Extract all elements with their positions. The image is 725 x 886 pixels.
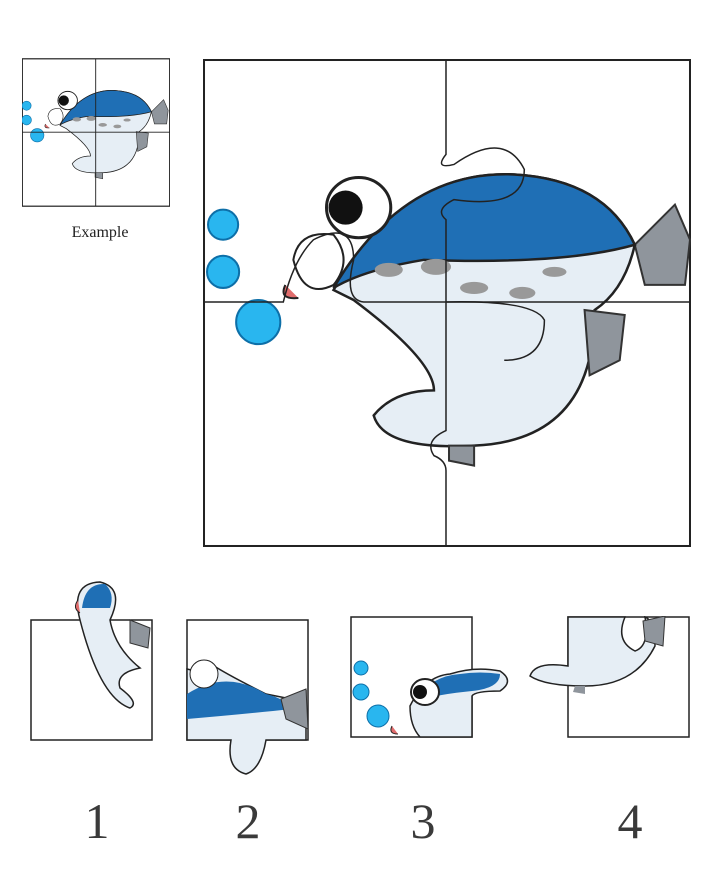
piece-number-4: 4 (617, 793, 643, 849)
puzzle-piece-2[interactable] (186, 619, 310, 781)
piece-number-1: 1 (84, 793, 110, 849)
puzzle-piece-4[interactable] (525, 616, 691, 740)
piece-number-3: 3 (410, 793, 436, 849)
example-image (22, 58, 170, 207)
example-label: Example (71, 224, 129, 241)
piece-number-2: 2 (235, 793, 261, 849)
puzzle-piece-1[interactable] (30, 578, 154, 742)
puzzle-piece-3[interactable] (350, 616, 515, 740)
puzzle-board (203, 59, 691, 547)
